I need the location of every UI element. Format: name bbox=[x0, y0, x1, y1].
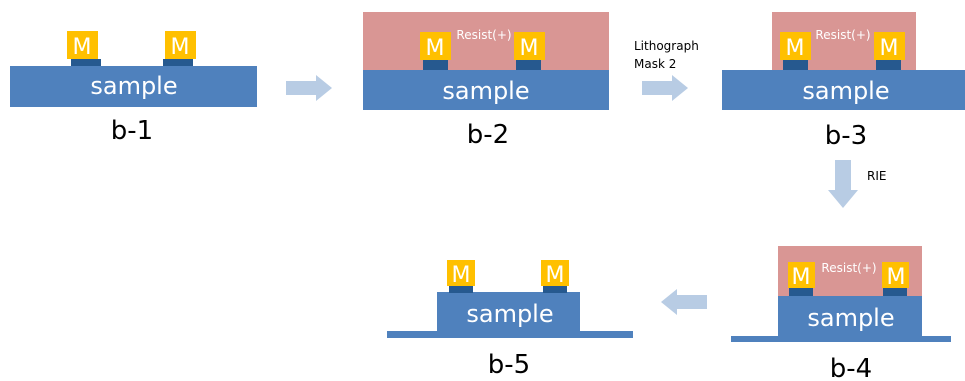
arrow-down bbox=[828, 160, 858, 208]
step-label: b-4 bbox=[830, 354, 872, 381]
step-b5: M M sample b-5 bbox=[387, 260, 633, 380]
step-b2: M M Resist(+) sample b-2 bbox=[363, 12, 609, 150]
resist-label: Resist(+) bbox=[456, 28, 511, 42]
arrow-right bbox=[286, 75, 332, 101]
step-label: b-2 bbox=[467, 120, 509, 150]
sample-label: sample bbox=[802, 77, 889, 105]
metal-label: M bbox=[880, 36, 899, 61]
transition-label-mask: Mask 2 bbox=[634, 57, 676, 71]
sample-block bbox=[722, 70, 965, 110]
metal-label: M bbox=[426, 36, 445, 61]
metal-contact bbox=[874, 32, 905, 60]
transition-label-rie: RIE bbox=[867, 169, 886, 183]
resist-label: Resist(+) bbox=[815, 28, 870, 42]
metal-contact-underlay bbox=[543, 286, 567, 293]
arrow-right bbox=[642, 75, 688, 101]
metal-contact bbox=[514, 32, 545, 60]
metal-label: M bbox=[73, 35, 92, 60]
sample-block bbox=[437, 292, 580, 332]
sample-label: sample bbox=[466, 300, 553, 328]
metal-contact bbox=[447, 260, 475, 286]
metal-contact-underlay bbox=[516, 60, 541, 70]
sample-label: sample bbox=[442, 77, 529, 105]
metal-label: M bbox=[546, 263, 565, 288]
metal-label: M bbox=[887, 265, 906, 290]
step-label: b-5 bbox=[488, 350, 530, 380]
metal-label: M bbox=[520, 36, 539, 61]
resist-label: Resist(+) bbox=[821, 261, 876, 275]
metal-label: M bbox=[452, 263, 471, 288]
sample-label: sample bbox=[807, 304, 894, 332]
step-b3: M M Resist(+) sample b-3 bbox=[722, 12, 965, 151]
step-b1: M M sample b-1 bbox=[10, 31, 257, 146]
step-label: b-3 bbox=[825, 121, 867, 151]
metal-contact-underlay bbox=[449, 286, 473, 293]
substrate-base bbox=[731, 336, 951, 342]
metal-label: M bbox=[171, 35, 190, 60]
metal-contact bbox=[541, 260, 569, 286]
sample-block bbox=[363, 70, 609, 110]
metal-contact-underlay bbox=[423, 60, 448, 70]
metal-contact bbox=[165, 31, 196, 59]
metal-label: M bbox=[786, 36, 805, 61]
metal-contact bbox=[67, 31, 98, 59]
metal-contact-underlay bbox=[876, 60, 901, 70]
metal-contact-underlay bbox=[883, 288, 907, 296]
sample-block bbox=[10, 66, 257, 107]
metal-contact-underlay bbox=[789, 288, 813, 296]
sample-label: sample bbox=[90, 72, 177, 100]
step-label: b-1 bbox=[111, 116, 153, 146]
substrate-base bbox=[387, 331, 633, 338]
sample-block bbox=[778, 296, 922, 338]
metal-contact bbox=[882, 262, 909, 288]
transition-label-lithography: Lithograph bbox=[634, 39, 699, 53]
resist-layer bbox=[363, 12, 609, 70]
metal-label: M bbox=[792, 265, 811, 290]
metal-contact bbox=[780, 32, 811, 60]
metal-contact-underlay bbox=[163, 59, 193, 66]
arrow-left bbox=[661, 289, 707, 315]
metal-contact-underlay bbox=[783, 60, 808, 70]
step-b4: M M Resist(+) sample b-4 bbox=[731, 246, 951, 381]
metal-contact bbox=[420, 32, 451, 60]
metal-contact-underlay bbox=[71, 59, 101, 66]
metal-contact bbox=[788, 262, 815, 288]
